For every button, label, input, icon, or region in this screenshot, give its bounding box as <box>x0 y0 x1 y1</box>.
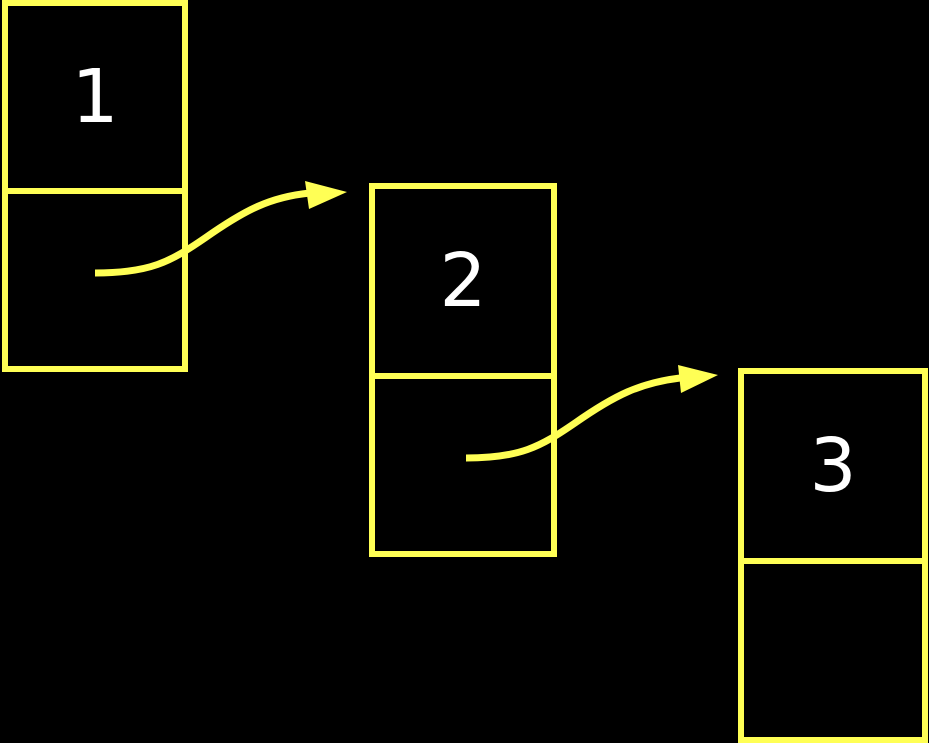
list-node-3: 3 <box>738 368 928 743</box>
arrowhead-icon <box>305 181 347 209</box>
node-value-cell: 1 <box>8 6 182 194</box>
arrowhead-icon <box>678 365 718 393</box>
node-value-cell: 3 <box>744 374 922 564</box>
node-value: 1 <box>71 54 119 140</box>
node-pointer-cell <box>375 379 551 551</box>
list-node-1: 1 <box>2 0 188 372</box>
node-value-cell: 2 <box>375 189 551 379</box>
list-node-2: 2 <box>369 183 557 557</box>
node-pointer-cell <box>8 194 182 366</box>
node-value: 3 <box>809 423 857 509</box>
node-pointer-cell <box>744 564 922 737</box>
node-value: 2 <box>439 238 487 324</box>
